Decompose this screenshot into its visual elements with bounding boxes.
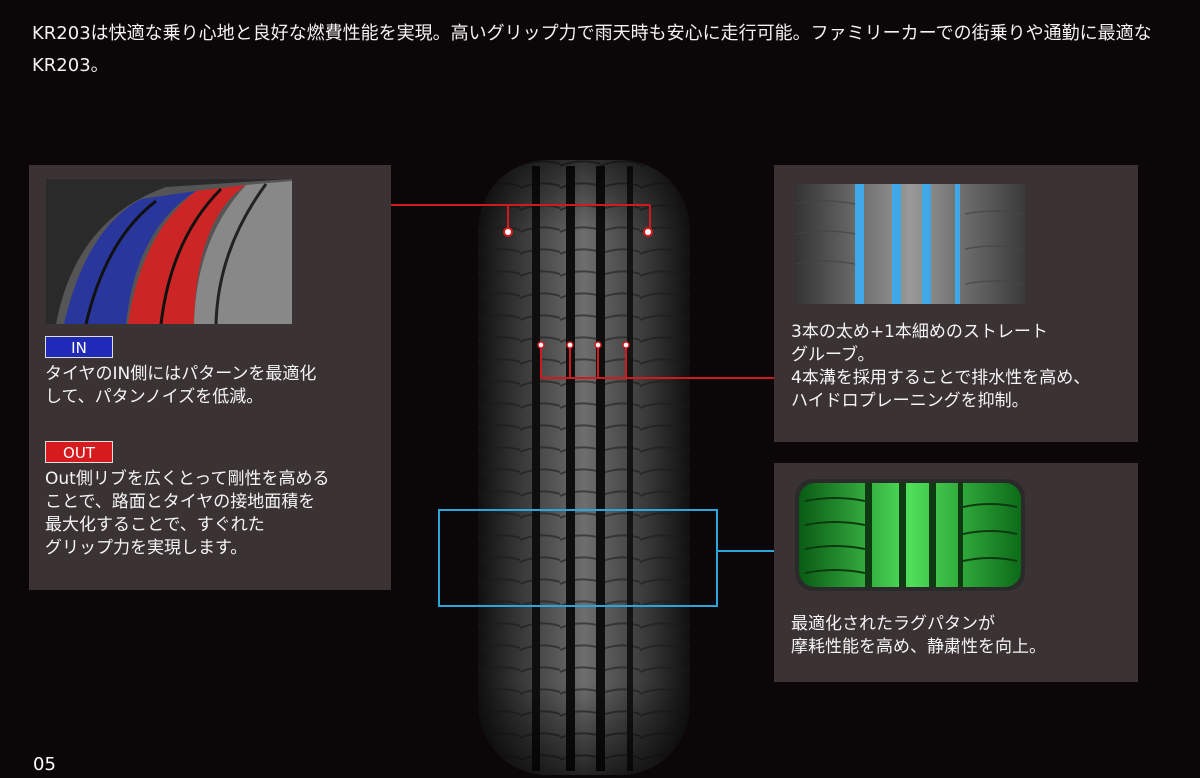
in-out-leader [391, 204, 651, 230]
in-tag: IN [45, 336, 113, 358]
lug-pattern-description: 最適化されたラグパタンが 摩耗性能を高め、静粛性を向上。 [791, 614, 1046, 657]
groove-dot-2 [566, 341, 574, 349]
sidewall-image [46, 179, 292, 324]
straight-groove-description: 3本の太め+1本細めのストレート グルーブ。 4本溝を採用することで排水性を高め… [791, 322, 1091, 411]
in-marker-dot [503, 227, 513, 237]
intro-text: KR203は快適な乗り心地と良好な燃費性能を実現。高いグリップ力で雨天時も安心に… [32, 23, 1152, 76]
out-tag: OUT [45, 441, 113, 463]
straight-groove-panel: 3本の太め+1本細めのストレート グルーブ。 4本溝を採用することで排水性を高め… [774, 165, 1138, 442]
lug-highlight-box [438, 509, 718, 607]
in-out-panel: IN タイヤのIN側にはパターンを最適化 して、パタンノイズを低減。 OUT O… [29, 165, 391, 590]
tire-tread [478, 160, 690, 775]
groove-dot-1 [537, 341, 545, 349]
out-description: Out側リブを広くとって剛性を高める ことで、路面とタイヤの接地面積を 最大化す… [45, 469, 330, 558]
page-number: 05 [33, 754, 56, 775]
groove-dot-3 [594, 341, 602, 349]
groove-dot-4 [622, 341, 630, 349]
straight-groove-image [795, 184, 1025, 304]
in-description: タイヤのIN側にはパターンを最適化 して、パタンノイズを低減。 [45, 364, 317, 407]
lug-pattern-image [795, 479, 1025, 591]
groove-leader [540, 346, 774, 379]
lug-pattern-panel: 最適化されたラグパタンが 摩耗性能を高め、静粛性を向上。 [774, 463, 1138, 682]
out-marker-dot [643, 227, 653, 237]
